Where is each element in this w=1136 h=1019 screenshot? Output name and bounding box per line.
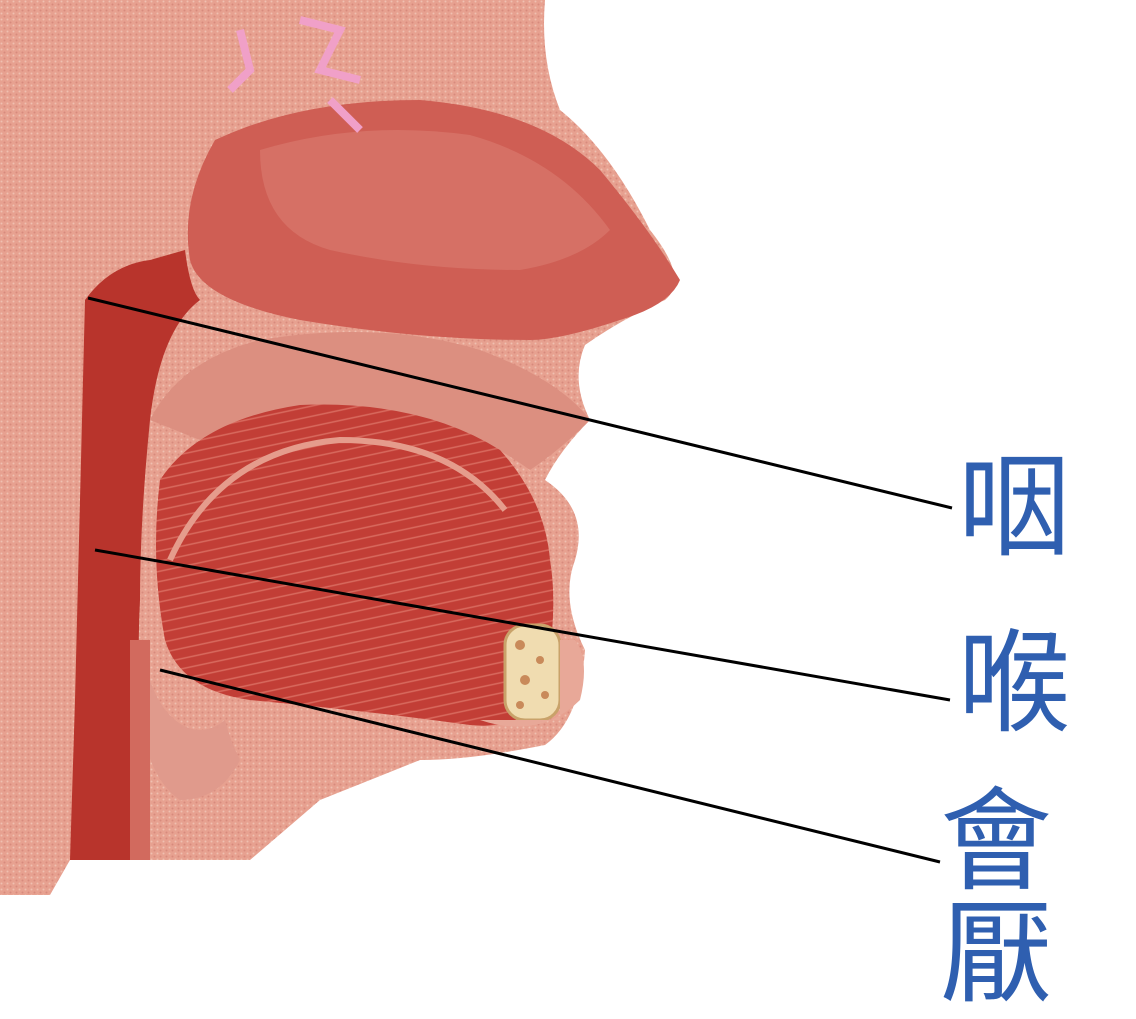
larynx-passage bbox=[130, 640, 150, 860]
label-pharynx: 咽 bbox=[958, 452, 1072, 564]
jaw-bone bbox=[505, 625, 560, 720]
label-epiglottis: 會厭 bbox=[940, 786, 1136, 1010]
tongue bbox=[156, 405, 553, 726]
label-larynx: 喉 bbox=[958, 628, 1072, 740]
